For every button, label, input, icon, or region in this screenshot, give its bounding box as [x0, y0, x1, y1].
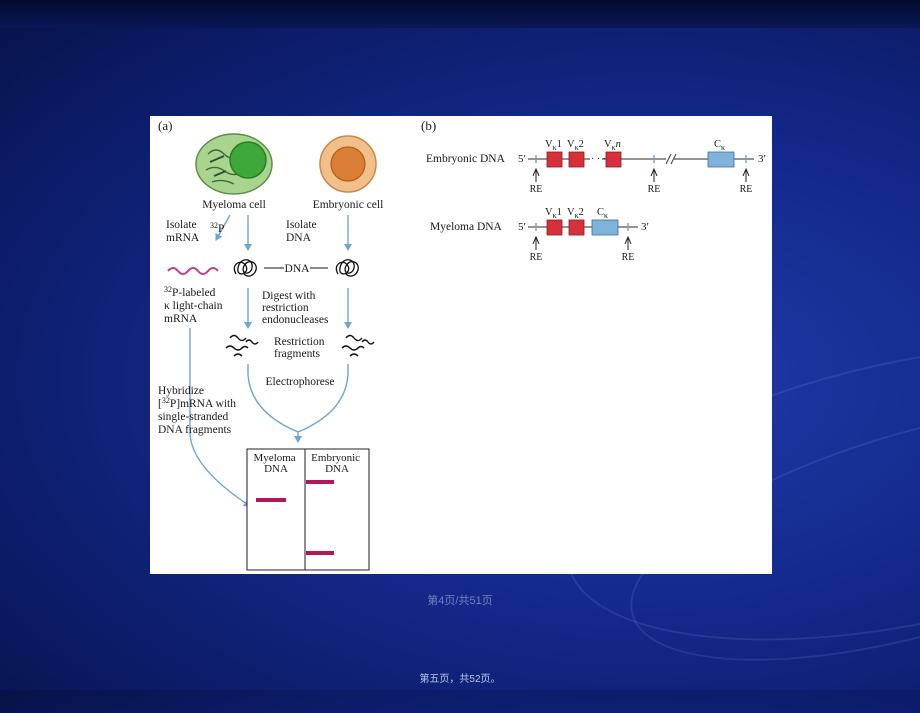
- gel: [246, 448, 370, 571]
- digest-label: Digest with restriction endonucleases: [262, 290, 329, 326]
- isolate-mrna-label: Isolate mRNA: [166, 219, 200, 244]
- page-number: 第4页/共51页: [427, 595, 493, 607]
- gene-segment-vk1: [546, 151, 563, 168]
- dna-fragments-icon: [225, 334, 259, 357]
- dna-label: DNA: [285, 263, 311, 275]
- vkn-label: Vκn: [604, 139, 621, 152]
- vk1-label: Vκ1: [545, 139, 562, 152]
- dna-coil-icon: [335, 259, 359, 277]
- footer-text: 第五页，共52页。: [419, 674, 501, 685]
- break-icon: [665, 153, 677, 165]
- myeloma-cell-icon: [195, 133, 273, 195]
- arrow: [247, 364, 299, 433]
- panel-a-label: (a): [158, 118, 172, 133]
- figure-panel: (a) Myeloma cell Embryonic cell Isolate …: [150, 116, 772, 574]
- panel-b-label: (b): [421, 118, 436, 133]
- isolate-dna-label: Isolate DNA: [286, 219, 320, 244]
- embryonic-cell-label: Embryonic cell: [313, 199, 384, 211]
- vk2-label: Vκ2: [567, 207, 584, 220]
- gel-band-embryonic-bottom: [306, 551, 334, 555]
- ck-label: Cκ: [714, 139, 725, 152]
- labeled-mrna-label: 32P-labeled κ light-chain mRNA: [164, 285, 225, 325]
- myeloma-dna-row-label: Myeloma DNA: [430, 221, 503, 233]
- electrophorese-label: Electrophorese: [266, 376, 335, 388]
- five-prime: 5′: [518, 153, 526, 165]
- p32-label: 32P: [210, 221, 224, 235]
- gene-segment-vk2: [568, 219, 585, 236]
- gel-embryonic-label: Embryonic DNA: [311, 452, 363, 475]
- top-band: [0, 0, 920, 28]
- re-label: RE: [740, 184, 753, 195]
- embryonic-cell-icon: [319, 135, 377, 193]
- re-label: RE: [648, 184, 661, 195]
- gene-segment-vkn: [605, 151, 622, 168]
- gene-segment-vk2: [568, 151, 585, 168]
- dna-fragments-icon: [341, 334, 375, 357]
- myeloma-cell-label: Myeloma cell: [202, 199, 266, 211]
- vk2-label: Vκ2: [567, 139, 584, 152]
- fragments-label: Restriction fragments: [274, 336, 327, 360]
- dna-coil-icon: [233, 259, 257, 277]
- mrna-wave: [167, 267, 219, 275]
- three-prime: 3′: [641, 221, 649, 233]
- re-label: RE: [530, 252, 543, 263]
- ck-label: Cκ: [597, 207, 608, 220]
- three-prime: 3′: [758, 153, 766, 165]
- arrow: [189, 328, 251, 507]
- vk1-label: Vκ1: [545, 207, 562, 220]
- gel-band-myeloma: [256, 498, 286, 502]
- gel-myeloma-label: Myeloma DNA: [254, 452, 299, 475]
- re-label: RE: [622, 252, 635, 263]
- gene-segment-vk1: [546, 219, 563, 236]
- five-prime: 5′: [518, 221, 526, 233]
- embryonic-dna-row-label: Embryonic DNA: [426, 153, 506, 165]
- arrow: [215, 214, 231, 241]
- ellipsis: · · ·: [591, 154, 606, 165]
- gel-band-embryonic-top: [306, 480, 334, 484]
- gene-segment-ck: [591, 219, 619, 236]
- gene-segment-ck: [707, 151, 735, 168]
- re-label: RE: [530, 184, 543, 195]
- arrow: [297, 364, 349, 433]
- hybridize-label: Hybridize [32P]mRNA with single-stranded…: [158, 385, 239, 436]
